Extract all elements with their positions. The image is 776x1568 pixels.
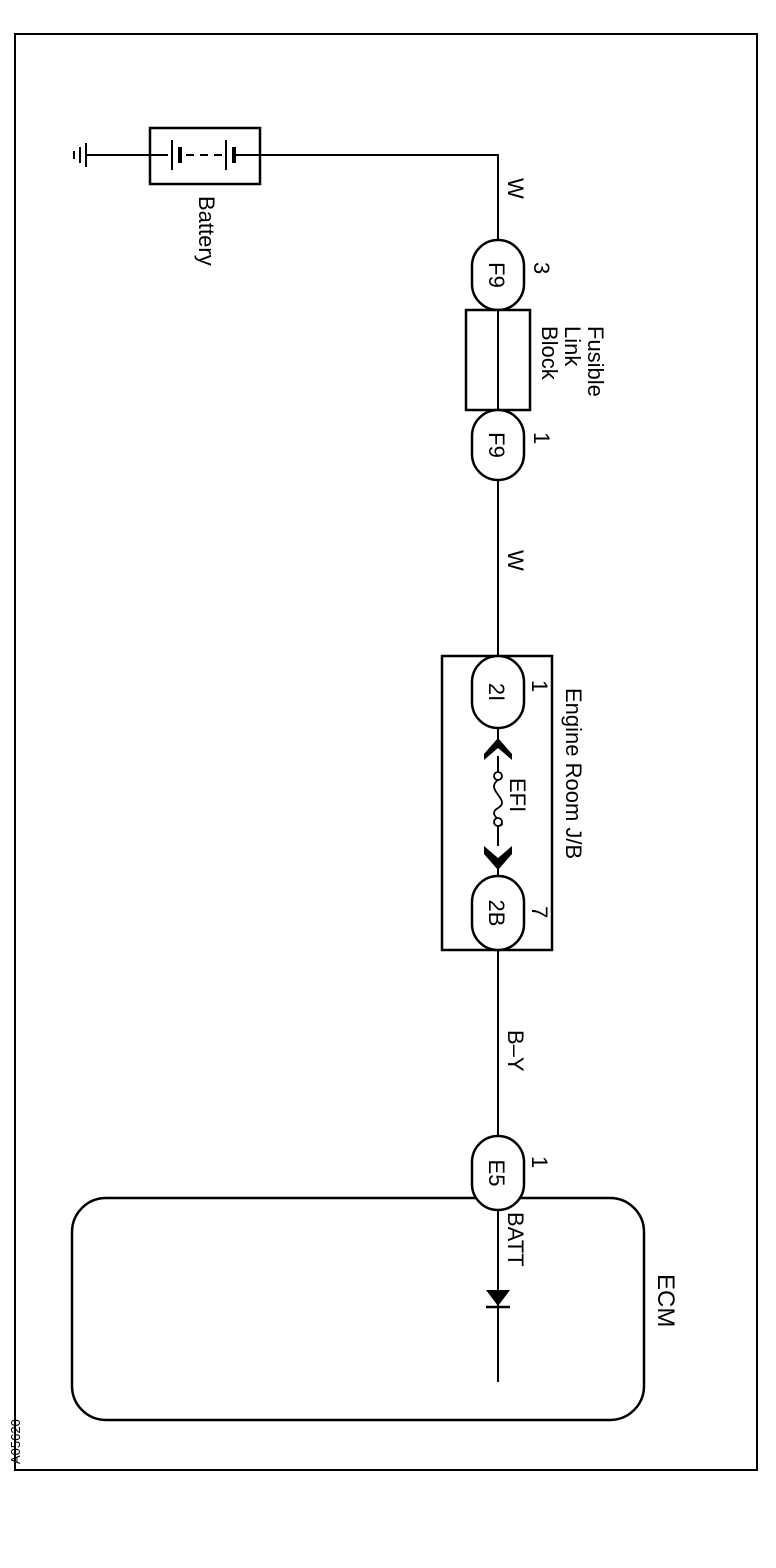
ground-icon [73,143,150,167]
connector-2b-pin: 7 [527,906,552,918]
fusible-link-label-line3: Block [537,326,562,381]
ecm-box [70,1196,646,1422]
jb-terminal-arrow-right [484,846,512,870]
battery-symbol [148,126,262,186]
connector-f9-in-pin: 3 [529,262,554,274]
connector-f9-out-code: F9 [484,432,509,458]
fusible-link-label-line2: Link [560,326,585,367]
fusible-link-label-line1: Fusible [583,326,608,397]
figure-code: A05620 [8,1419,23,1464]
connector-2b-code: 2B [484,900,509,927]
diode-icon [486,1290,510,1309]
connector-e5-code: E5 [484,1160,509,1187]
wire-battery-to-f9 [260,154,499,240]
ecm-terminal-batt: BATT [503,1212,528,1267]
ecm-label: ECM [652,1274,679,1327]
battery-label: Battery [194,196,219,266]
jb-terminal-arrow-left [484,738,512,760]
fuse-icon [493,771,503,827]
fuse-label: EFI [505,778,530,812]
connector-2i-pin: 1 [527,680,552,692]
wire-color-b-y: B–Y [503,1030,528,1072]
connector-f9-out-pin: 1 [529,432,554,444]
connector-2i-code: 2I [484,683,509,701]
connector-f9-in-code: F9 [484,262,509,288]
wire-color-w-1: W [503,178,528,199]
wire-color-w-2: W [503,550,528,571]
engine-room-jb-label: Engine Room J/B [561,688,586,859]
connector-e5-pin: 1 [527,1156,552,1168]
diagram-frame [14,33,758,1471]
